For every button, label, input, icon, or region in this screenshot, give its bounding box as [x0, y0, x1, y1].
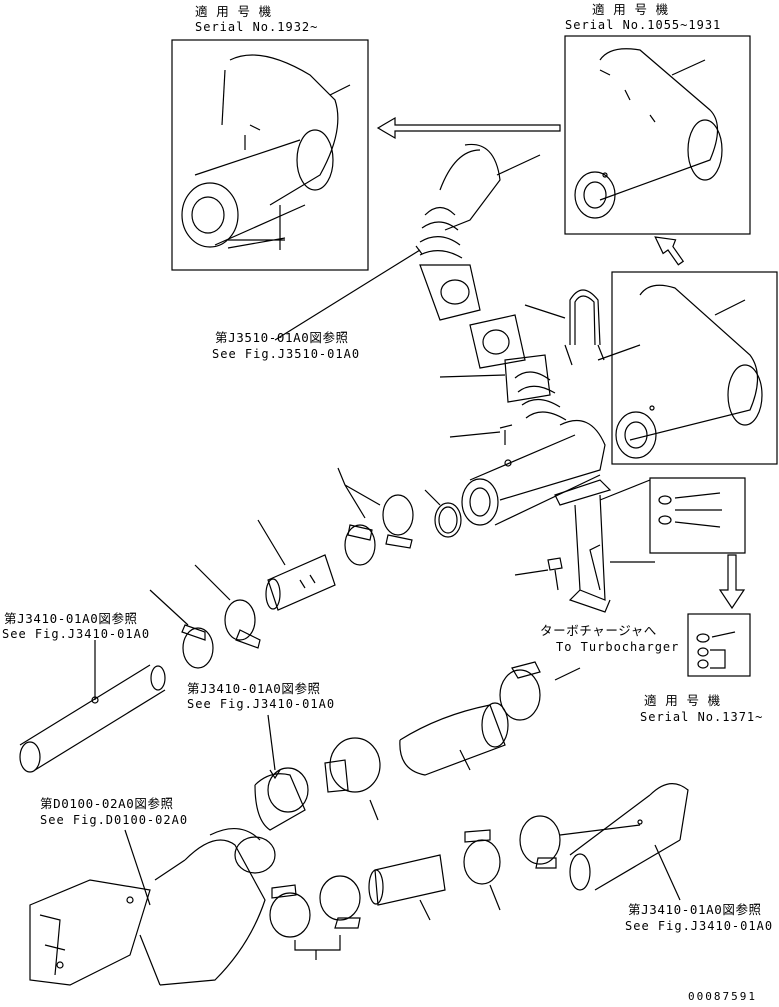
inset-box-top-left: [171, 39, 369, 271]
ref-j3410-bottom-ja: 第J3410-01A0図参照: [628, 902, 762, 917]
ref-j3410-mid-en: See Fig.J3410-01A0: [187, 697, 336, 711]
support-bracket: [554, 479, 655, 613]
seal-ring: [424, 489, 462, 538]
turbo-label-ja: ターボチャージャへ: [540, 623, 657, 638]
hose-clamp-bottom-pair: [269, 875, 361, 960]
washer-nut-box: [649, 477, 746, 554]
hose-clamp-bottom: [463, 829, 501, 911]
inset-box-mid-right: [611, 271, 778, 465]
ref-j3510-ja: 第J3510-01A0図参照: [215, 330, 349, 345]
serial-top-right-number: Serial No.1055~1931: [565, 18, 722, 32]
gasket: [469, 314, 526, 369]
hose-clamp-left: [149, 589, 214, 669]
bolt: [514, 557, 563, 591]
hose-long: [399, 702, 509, 776]
hose-bottom: [368, 854, 446, 921]
elbow-pipe-bottom: [29, 828, 276, 986]
serial-top-left-number: Serial No.1932~: [195, 20, 319, 34]
small-parts-box: [687, 613, 751, 677]
drawing-number: 00087591: [688, 990, 757, 1003]
serial-top-right-label: 適 用 号 機: [592, 2, 669, 17]
bellows-pipe-lower: [439, 344, 641, 501]
u-bolt: [524, 289, 605, 366]
ref-j3410-left-en: See Fig.J3410-01A0: [2, 627, 151, 641]
hose-clamp-single: [194, 564, 261, 649]
bellows-pipe-upper: [419, 143, 541, 321]
leader-lines: [94, 245, 423, 780]
ref-d0100-en: See Fig.D0100-02A0: [40, 813, 189, 827]
straight-pipe: [449, 424, 601, 526]
ref-j3410-left-ja: 第J3410-01A0図参照: [4, 611, 138, 626]
hose-short: [257, 519, 336, 611]
ref-j3410-mid-ja: 第J3410-01A0図参照: [187, 681, 321, 696]
turbo-label-en: To Turbocharger: [556, 640, 680, 654]
hose-clamp-turbo: [499, 661, 581, 721]
hose-clamp-right: [519, 815, 561, 869]
arrow-down: [718, 554, 746, 610]
serial-top-left-label: 適 用 号 機: [195, 4, 272, 19]
elbow-short: [254, 767, 309, 831]
pipe-bottom-right: [559, 783, 689, 901]
inset-box-top-right: [564, 35, 751, 235]
ref-d0100-ja: 第D0100-02A0図参照: [40, 796, 174, 811]
ref-j3510-en: See Fig.J3510-01A0: [212, 347, 361, 361]
hose-clamp-mid: [324, 737, 381, 821]
arrow-left: [376, 116, 561, 140]
serial-mid-right-label: 適 用 号 機: [644, 693, 721, 708]
arrow-up: [654, 236, 685, 266]
serial-mid-right-number: Serial No.1371~: [640, 710, 764, 724]
hose-clamp-pair: [337, 467, 414, 566]
ref-j3410-bottom-en: See Fig.J3410-01A0: [625, 919, 774, 933]
intake-pipe-left: [19, 664, 166, 773]
